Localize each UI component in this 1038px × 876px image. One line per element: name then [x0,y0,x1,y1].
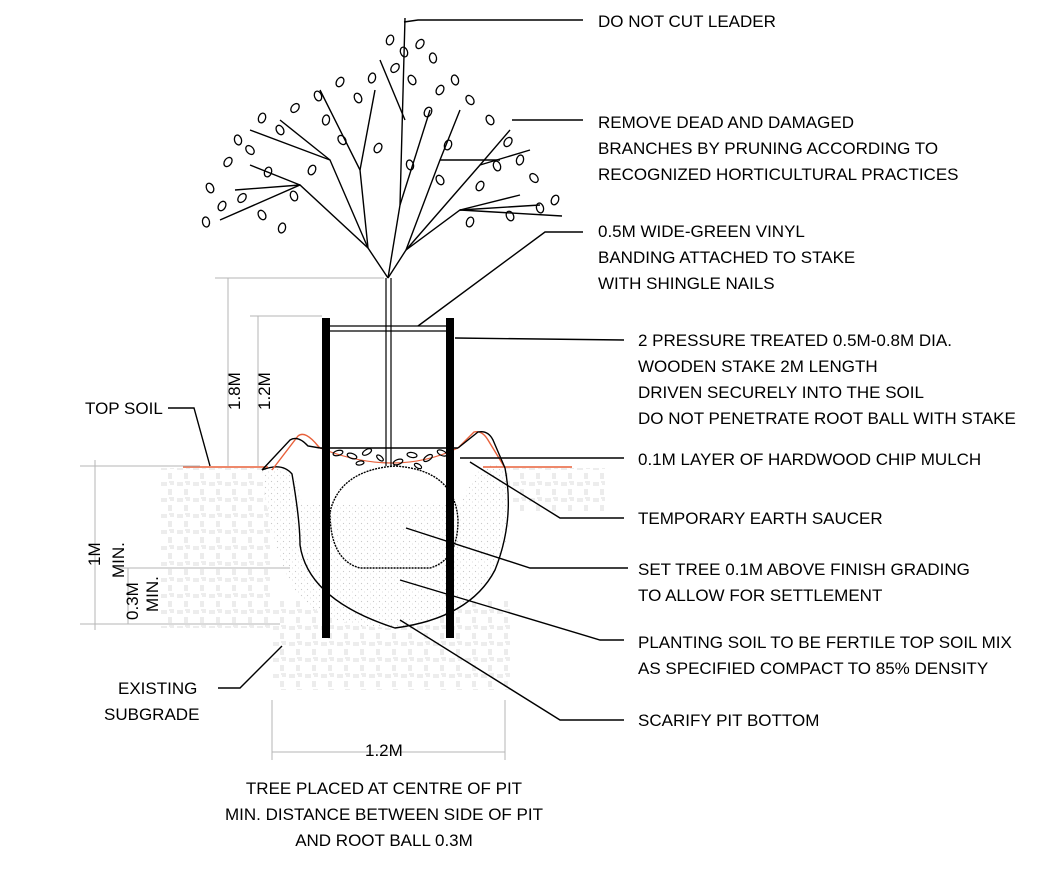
svg-text:MIN. DISTANCE BETWEEN SIDE OF: MIN. DISTANCE BETWEEN SIDE OF PIT [225,805,543,824]
svg-text:RECOGNIZED HORTICULTURAL PRACT: RECOGNIZED HORTICULTURAL PRACTICES [598,165,959,184]
callout-scarify-pit: SCARIFY PIT BOTTOM [638,711,819,730]
svg-text:SCARIFY PIT BOTTOM: SCARIFY PIT BOTTOM [638,711,819,730]
finish-grade [183,430,572,471]
svg-text:DO NOT CUT LEADER: DO NOT CUT LEADER [598,12,776,31]
svg-text:BANDING ATTACHED TO STAKE: BANDING ATTACHED TO STAKE [598,248,855,267]
callout-remove-dead-branches: REMOVE DEAD AND DAMAGED BRANCHES BY PRUN… [598,113,959,184]
svg-text:BRANCHES BY PRUNING ACCORDING: BRANCHES BY PRUNING ACCORDING TO [598,139,938,158]
svg-text:1M: 1M [85,542,104,566]
callout-top-soil: TOP SOIL [85,399,163,418]
svg-text:AND ROOT BALL 0.3M: AND ROOT BALL 0.3M [295,831,473,850]
vinyl-banding [330,325,446,332]
svg-text:SUBGRADE: SUBGRADE [104,705,199,724]
svg-text:2 PRESSURE TREATED 0.5M-0.8M D: 2 PRESSURE TREATED 0.5M-0.8M DIA. [638,331,952,350]
existing-subgrade-hatch [160,468,605,690]
svg-text:DO NOT PENETRATE ROOT BALL WIT: DO NOT PENETRATE ROOT BALL WITH STAKE [638,409,1016,428]
svg-text:REMOVE DEAD AND DAMAGED: REMOVE DEAD AND DAMAGED [598,113,854,132]
svg-text:0.3M: 0.3M [123,582,142,620]
svg-text:WITH SHINGLE NAILS: WITH SHINGLE NAILS [598,274,775,293]
wooden-stake-right [446,318,454,638]
callout-set-tree: SET TREE 0.1M ABOVE FINISH GRADING TO AL… [638,560,970,605]
dim-band-height: 1.2M [255,372,274,410]
dimension-lines [80,277,506,760]
callout-wooden-stake: 2 PRESSURE TREATED 0.5M-0.8M DIA. WOODEN… [638,331,1016,428]
callout-do-not-cut-leader: DO NOT CUT LEADER [598,12,776,31]
canopy-leaves [201,34,560,234]
svg-text:AS SPECIFIED COMPACT TO 85% DE: AS SPECIFIED COMPACT TO 85% DENSITY [638,659,988,678]
tree-trunk [385,278,392,466]
svg-text:PLANTING SOIL TO BE FERTILE TO: PLANTING SOIL TO BE FERTILE TOP SOIL MIX [638,633,1012,652]
svg-text:SET TREE 0.1M ABOVE FINISH GRA: SET TREE 0.1M ABOVE FINISH GRADING [638,560,970,579]
wooden-stake-left [322,318,330,638]
svg-text:EXISTING: EXISTING [118,679,197,698]
callout-mulch-layer: 0.1M LAYER OF HARDWOOD CHIP MULCH [638,450,981,469]
svg-text:TEMPORARY EARTH SAUCER: TEMPORARY EARTH SAUCER [638,509,883,528]
svg-text:TREE PLACED AT CENTRE OF PIT: TREE PLACED AT CENTRE OF PIT [246,779,522,798]
callout-vinyl-banding: 0.5M WIDE-GREEN VINYL BANDING ATTACHED T… [598,222,855,293]
callout-existing-subgrade: EXISTING SUBGRADE [104,679,199,724]
leader-lines [168,19,628,721]
svg-text:TO ALLOW FOR SETTLEMENT: TO ALLOW FOR SETTLEMENT [638,586,882,605]
dim-base-depth: 0.3M MIN. [123,576,162,620]
svg-text:TOP SOIL: TOP SOIL [85,399,163,418]
svg-text:0.5M WIDE-GREEN VINYL: 0.5M WIDE-GREEN VINYL [598,222,805,241]
svg-text:0.1M LAYER OF HARDWOOD CHIP MU: 0.1M LAYER OF HARDWOOD CHIP MULCH [638,450,981,469]
svg-text:WOODEN STAKE 2M LENGTH: WOODEN STAKE 2M LENGTH [638,357,878,376]
root-ball [329,465,459,569]
mulch-layer [319,447,459,470]
tree-canopy [219,17,563,279]
dim-pit-width: 1.2M [365,741,403,760]
dim-stake-height: 1.8M [225,372,244,410]
svg-text:DRIVEN SECURELY INTO THE SOIL: DRIVEN SECURELY INTO THE SOIL [638,383,924,402]
earth-saucer [261,430,506,471]
svg-text:MIN.: MIN. [109,542,128,578]
pit-outline [261,466,510,629]
dim-pit-depth: 1M MIN. [85,542,128,578]
svg-text:MIN.: MIN. [143,576,162,612]
callout-earth-saucer: TEMPORARY EARTH SAUCER [638,509,883,528]
callout-planting-soil: PLANTING SOIL TO BE FERTILE TOP SOIL MIX… [638,633,1012,678]
placement-notes: TREE PLACED AT CENTRE OF PIT MIN. DISTAN… [225,779,543,850]
